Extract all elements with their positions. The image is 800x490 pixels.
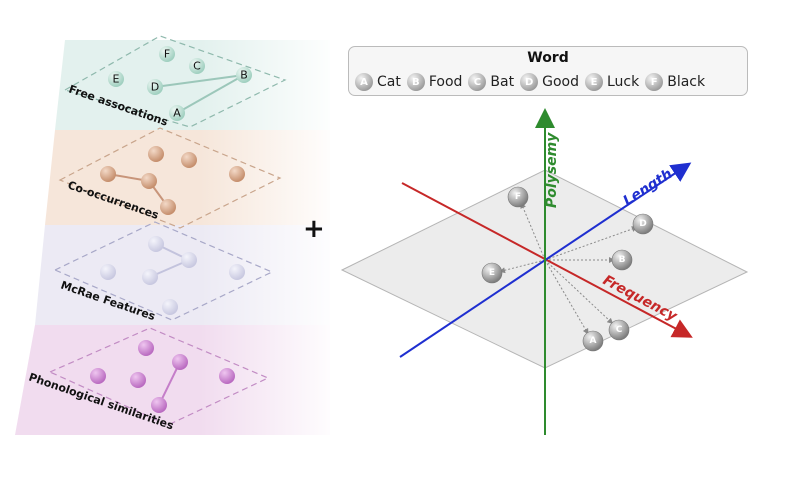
free-node-f: F [159, 46, 175, 62]
space-node-e: E [481, 262, 503, 284]
legend-item-a: A Cat [355, 73, 401, 91]
legend-item-f: F Black [645, 73, 705, 91]
word-vectors [499, 202, 638, 335]
free-node-e: E [108, 71, 124, 87]
phono-node-5 [219, 368, 235, 384]
cooc-node-5 [229, 166, 245, 182]
svg-text:C: C [193, 60, 201, 73]
free-node-a: A [169, 105, 185, 121]
svg-text:F: F [515, 192, 521, 202]
legend-items: A Cat B Food C Bat D Good E Luck F Black [355, 73, 705, 91]
svg-text:C: C [616, 325, 623, 335]
legend-icon-f: F [645, 73, 664, 91]
phono-node-6 [151, 397, 167, 413]
svg-text:A: A [173, 107, 181, 120]
mcrae-node-2 [181, 252, 197, 268]
svg-text:F: F [164, 48, 170, 61]
svg-text:A: A [590, 336, 597, 346]
frequency-axis [401, 182, 693, 338]
legend-item-b: B Food [406, 73, 463, 91]
space-node-f: F [507, 186, 529, 208]
mcrae-plane [53, 221, 274, 321]
cooc-node-6 [160, 199, 176, 215]
polysemy-axis-label: Polysemy [544, 132, 560, 208]
legend-icon-d: D [520, 73, 539, 91]
legend-word-e: Luck [606, 74, 640, 90]
svg-text:D: D [639, 219, 646, 229]
svg-text:B: B [240, 69, 248, 82]
legend-item-e: E Luck [584, 73, 640, 91]
phono-node-4 [130, 372, 146, 388]
space-node-a: A [582, 330, 604, 352]
svg-text:E: E [489, 268, 495, 278]
plus-sign: + [303, 214, 325, 244]
phono-node-1 [138, 340, 154, 356]
legend-icon-b: B [406, 73, 425, 91]
word-legend: Word A Cat B Food C Bat D Good E Luck F … [348, 46, 748, 96]
cooccurrence-plane [58, 127, 282, 229]
legend-word-c: Bat [490, 74, 515, 90]
space-node-d: D [632, 213, 654, 235]
legend-word-a: Cat [377, 74, 401, 90]
svg-text:E: E [113, 73, 120, 86]
legend-icon-c: C [468, 73, 487, 91]
svg-text:D: D [151, 81, 159, 94]
space-node-c: C [608, 319, 630, 341]
cooc-node-4 [141, 173, 157, 189]
legend-title: Word [527, 50, 569, 66]
legend-word-f: Black [667, 74, 706, 90]
free-node-c: C [189, 58, 205, 74]
cooc-node-1 [148, 146, 164, 162]
layer-backgrounds [15, 40, 340, 440]
phono-plane [48, 327, 270, 426]
mcrae-node-1 [148, 236, 164, 252]
legend-item-c: C Bat [468, 73, 514, 91]
legend-icon-e: E [584, 73, 603, 91]
mcrae-node-3 [100, 264, 116, 280]
cooc-node-2 [181, 152, 197, 168]
cooc-node-3 [100, 166, 116, 182]
legend-word-d: Good [542, 74, 579, 90]
legend-icon-a: A [355, 73, 373, 91]
free-assoc-plane [63, 35, 287, 128]
mcrae-node-4 [142, 269, 158, 285]
free-node-b: B [236, 67, 252, 83]
phono-node-2 [172, 354, 188, 370]
phono-node-3 [90, 368, 106, 384]
mcrae-node-5 [229, 264, 245, 280]
length-axis-label: Length [620, 166, 675, 209]
legend-item-d: D Good [520, 73, 579, 91]
legend-word-b: Food [428, 74, 463, 90]
feature-space: Polysemy Length Frequency F D E B C A [340, 108, 749, 435]
svg-text:B: B [619, 255, 626, 265]
free-node-d: D [147, 79, 163, 95]
length-axis [399, 162, 692, 358]
space-node-b: B [611, 249, 633, 271]
mcrae-node-6 [162, 299, 178, 315]
